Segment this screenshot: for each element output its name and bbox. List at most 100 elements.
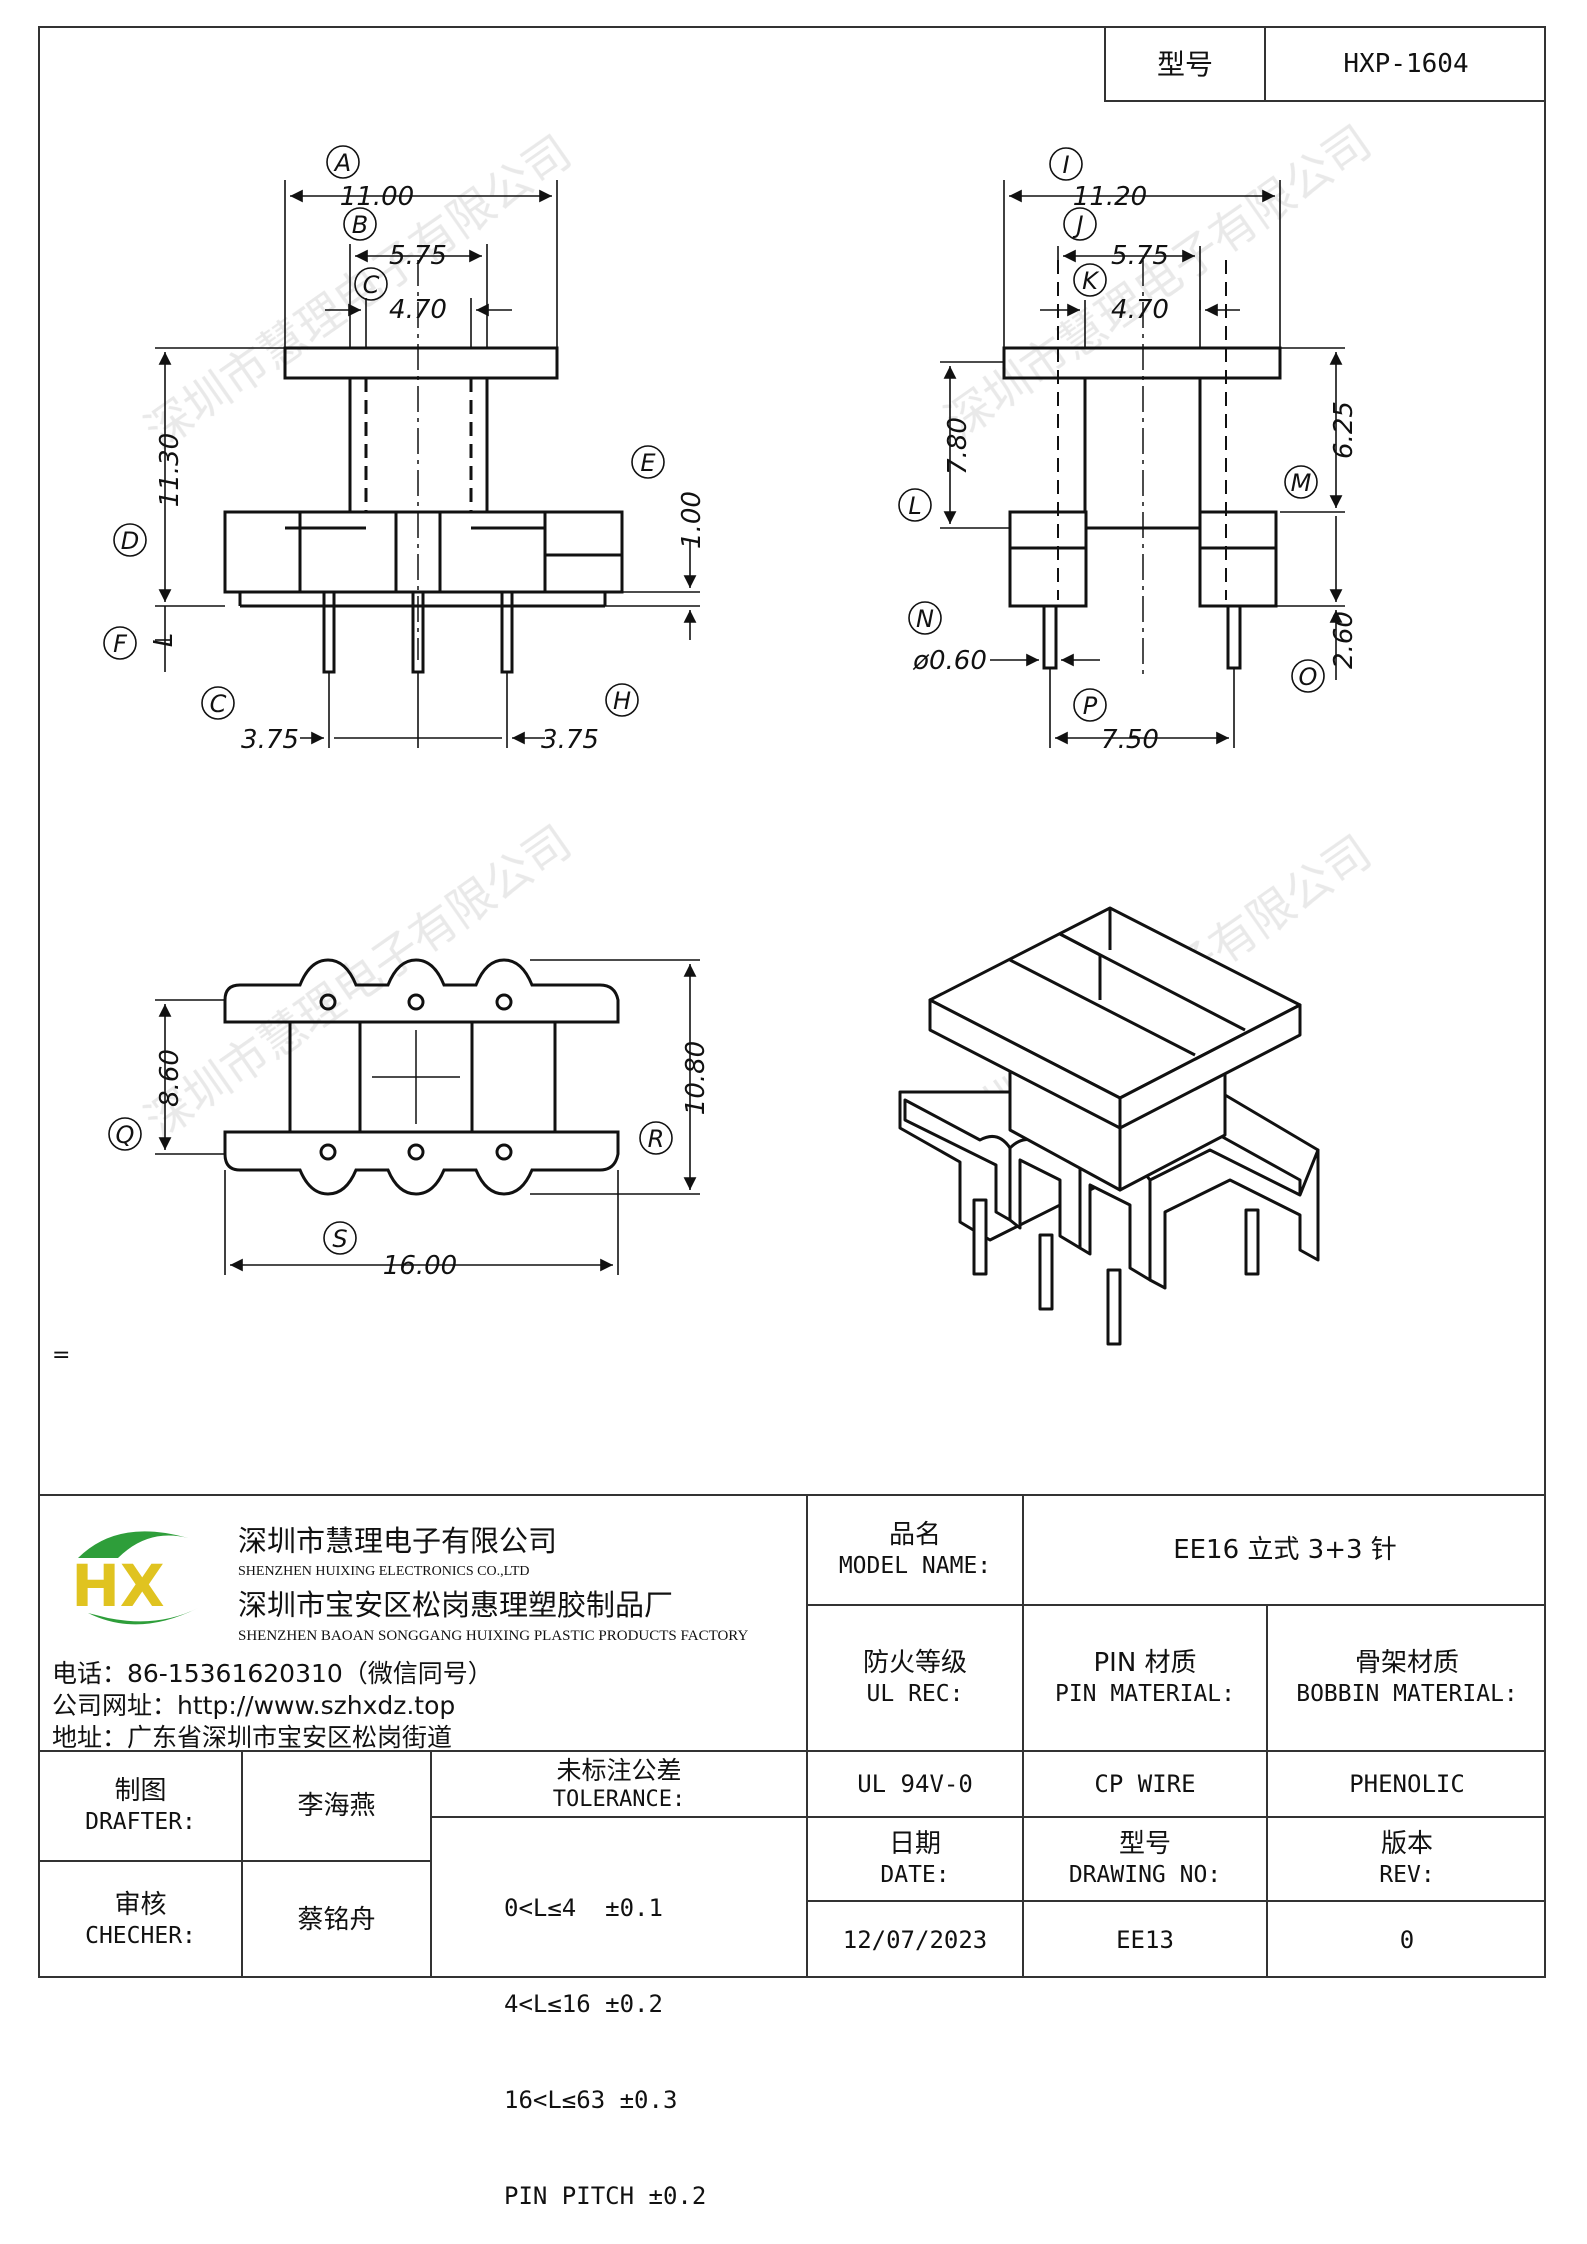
titleblock-vline-4: [241, 1750, 243, 1978]
dim-k-value: 4.70: [1111, 295, 1169, 325]
drafter-name: 李海燕: [297, 1790, 376, 1821]
titleblock-line-values: [806, 1816, 1546, 1818]
company-website: 公司网址：http://www.szhxdz.top: [52, 1691, 456, 1720]
company-name-en: SHENZHEN HUIXING ELECTRONICS CO.,LTD: [238, 1564, 530, 1579]
label-e: E: [640, 449, 656, 477]
dim-o-value: 2.60: [1329, 611, 1359, 669]
titleblock-line-model: [806, 1604, 1546, 1606]
model-name-label: 品名 MODEL NAME:: [808, 1496, 1022, 1604]
watermark-3: 深圳市慧理电子有限公司: [135, 815, 580, 1149]
dim-f-value: L: [149, 633, 179, 648]
label-f: F: [113, 630, 128, 658]
bottom-view: [223, 958, 620, 1196]
tolerance-line-1: 0<L≤4 ±0.1: [504, 1894, 663, 1922]
drawing-no-label: 型号 DRAWING NO:: [1024, 1818, 1266, 1900]
label-p: P: [1083, 692, 1098, 720]
titleblock-line-drafter: [38, 1860, 430, 1862]
drafter-en: DRAFTER:: [85, 1808, 196, 1835]
dim-r-value: 10.80: [681, 1041, 711, 1115]
company-address: 地址：广东省深圳市宝安区松岗街道: [52, 1723, 453, 1752]
label-k: K: [1082, 267, 1100, 295]
checker-en: CHECHER:: [85, 1922, 196, 1949]
factory-name-en: SHENZHEN BAOAN SONGGANG HUIXING PLASTIC …: [238, 1628, 749, 1644]
dim-n-value: ø0.60: [912, 646, 987, 676]
label-j: J: [1072, 211, 1083, 239]
tolerance-line-2: 4<L≤16 ±0.2: [504, 1990, 663, 2018]
tolerance-cn: 未标注公差: [556, 1755, 682, 1785]
watermark-1: 深圳市慧理电子有限公司: [135, 125, 580, 459]
tolerance-list: 0<L≤4 ±0.1 4<L≤16 ±0.2 16<L≤63 ±0.3 PIN …: [504, 1828, 706, 2244]
model-name-value: EE16 立式 3+3 针: [1173, 1534, 1397, 1565]
label-h: H: [613, 687, 631, 715]
dim-e-value: 1.00: [677, 491, 707, 549]
label-a: A: [333, 149, 351, 177]
bobbin-material-label: 骨架材质 BOBBIN MATERIAL:: [1268, 1606, 1546, 1750]
isometric-view: [898, 906, 1320, 1346]
company-phone: 电话：86-15361620310（微信同号）: [52, 1659, 493, 1688]
tolerance-en: TOLERANCE:: [552, 1786, 686, 1812]
technical-drawing: 深圳市慧理电子有限公司 深圳市慧理电子有限公司 深圳市慧理电子有限公司 深圳市慧…: [52, 115, 1381, 1368]
drawing-no-en: DRAWING NO:: [1068, 1861, 1222, 1888]
tolerance-label: 未标注公差 TOLERANCE:: [432, 1752, 806, 1816]
dim-q-value: 8.60: [155, 1049, 185, 1107]
label-c2: C: [210, 690, 227, 718]
label-o: O: [1299, 663, 1318, 691]
label-m: M: [1291, 469, 1312, 497]
header-model-value: HXP-1604: [1343, 48, 1469, 79]
titleblock-vline-3: [1266, 1604, 1268, 1978]
watermark-2: 深圳市慧理电子有限公司: [935, 115, 1380, 449]
titleblock-vline-5: [430, 1750, 432, 1978]
tolerance-line-4: PIN PITCH ±0.2: [504, 2182, 707, 2210]
drawing-note: =: [52, 1343, 70, 1368]
dim-c-value: 4.70: [389, 295, 447, 325]
header-mid-line: [1264, 26, 1266, 102]
titleblock-line-2: [38, 1750, 1546, 1752]
pin-material-cn: PIN 材质: [1093, 1648, 1197, 1679]
front-view: [223, 260, 624, 674]
drafter-cn: 制图: [114, 1776, 167, 1807]
header-model-label: 型号: [1156, 47, 1213, 81]
bobbin-material-en: BOBBIN MATERIAL:: [1296, 1680, 1518, 1707]
label-l: L: [908, 492, 921, 520]
rev-cn: 版本: [1380, 1829, 1433, 1860]
logo-text: HX: [71, 1552, 164, 1620]
dim-s-value: 16.00: [383, 1251, 457, 1281]
dim-b-value: 5.75: [389, 241, 447, 271]
date-cn: 日期: [888, 1829, 941, 1860]
dim-p-value: 7.50: [1101, 725, 1159, 755]
company-name-cn: 深圳市慧理电子有限公司: [238, 1524, 558, 1558]
drawing-no-value: EE13: [1116, 1926, 1174, 1954]
checker-cn: 审核: [114, 1890, 167, 1921]
side-view: [1002, 260, 1282, 680]
label-d: D: [121, 527, 139, 555]
ul-value: UL 94V-0: [857, 1770, 973, 1798]
dim-l-value: 7.80: [943, 417, 973, 475]
dim-i-value: 11.20: [1073, 182, 1147, 212]
factory-name-cn: 深圳市宝安区松岗惠理塑胶制品厂: [238, 1588, 674, 1622]
titleblock-line-tolerance: [430, 1816, 806, 1818]
bobbin-material-cn: 骨架材质: [1354, 1648, 1459, 1679]
label-r: R: [648, 1125, 665, 1153]
pin-material-en: PIN MATERIAL:: [1054, 1680, 1235, 1707]
dim-d-value: 11.30: [155, 433, 185, 507]
label-q: Q: [116, 1121, 135, 1149]
titleblock-vline-1: [806, 1494, 808, 1978]
date-value: 12/07/2023: [842, 1926, 988, 1954]
drawing-sheet: [38, 26, 1546, 1978]
label-i: I: [1062, 151, 1069, 179]
titleblock-vline-2: [1022, 1494, 1024, 1978]
header-bottom-line: [1104, 100, 1546, 102]
pin-material-value: CP WIRE: [1094, 1770, 1196, 1798]
label-b: B: [352, 211, 368, 239]
ul-cn: 防火等级: [862, 1648, 967, 1679]
dim-h-value: 3.75: [541, 725, 599, 755]
titleblock-top-line: [38, 1494, 1546, 1496]
dim-j-value: 5.75: [1111, 241, 1169, 271]
dim-a-value: 11.00: [340, 182, 414, 212]
header-divider: [1104, 26, 1106, 102]
model-name-en: MODEL NAME:: [838, 1552, 992, 1579]
rev-en: REV:: [1379, 1861, 1435, 1888]
ul-label: 防火等级 UL REC:: [808, 1606, 1022, 1750]
model-name-cn: 品名: [888, 1520, 941, 1551]
label-n: N: [916, 605, 934, 633]
